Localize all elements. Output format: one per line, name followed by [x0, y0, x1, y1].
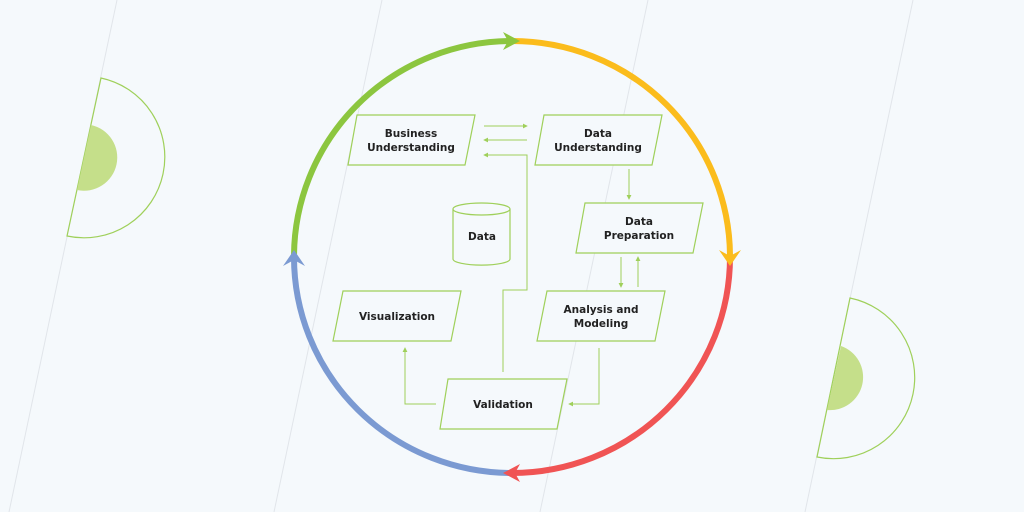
node-label: Validation — [473, 399, 533, 411]
chevron-down-icon — [719, 250, 741, 266]
node-label: Understanding — [367, 142, 455, 154]
chevron-up-icon — [283, 250, 305, 266]
node-label: Business — [385, 128, 437, 140]
node-data-understanding: Data Understanding — [534, 114, 663, 166]
cycle-ring — [291, 38, 733, 476]
node-analysis-and-modeling: Analysis and Modeling — [536, 290, 666, 342]
node-data-preparation: Data Preparation — [575, 202, 704, 254]
node-label: Preparation — [604, 230, 674, 242]
node-label: Understanding — [554, 142, 642, 154]
node-label: Analysis and — [564, 304, 639, 316]
chevron-right-icon — [503, 32, 520, 50]
ring-segment-green — [291, 38, 513, 258]
node-label: Data — [625, 216, 653, 228]
node-label: Data — [584, 128, 612, 140]
half-circle-decoration-left — [66, 77, 166, 239]
ring-arrowheads — [283, 32, 741, 482]
ring-segment-blue — [291, 256, 513, 476]
ring-segment-yellow — [511, 38, 733, 258]
node-label: Modeling — [574, 318, 629, 330]
data-store-cylinder: Data — [452, 202, 511, 266]
node-business-understanding: Business Understanding — [347, 114, 476, 166]
half-circle-decoration-right — [816, 297, 916, 460]
connectors — [402, 123, 641, 407]
chevron-left-icon — [503, 464, 520, 482]
node-label: Data — [468, 231, 496, 243]
node-validation: Validation — [439, 378, 568, 430]
node-visualization: Visualization — [332, 290, 462, 342]
node-label: Visualization — [359, 311, 435, 323]
ring-segment-red — [511, 256, 733, 476]
